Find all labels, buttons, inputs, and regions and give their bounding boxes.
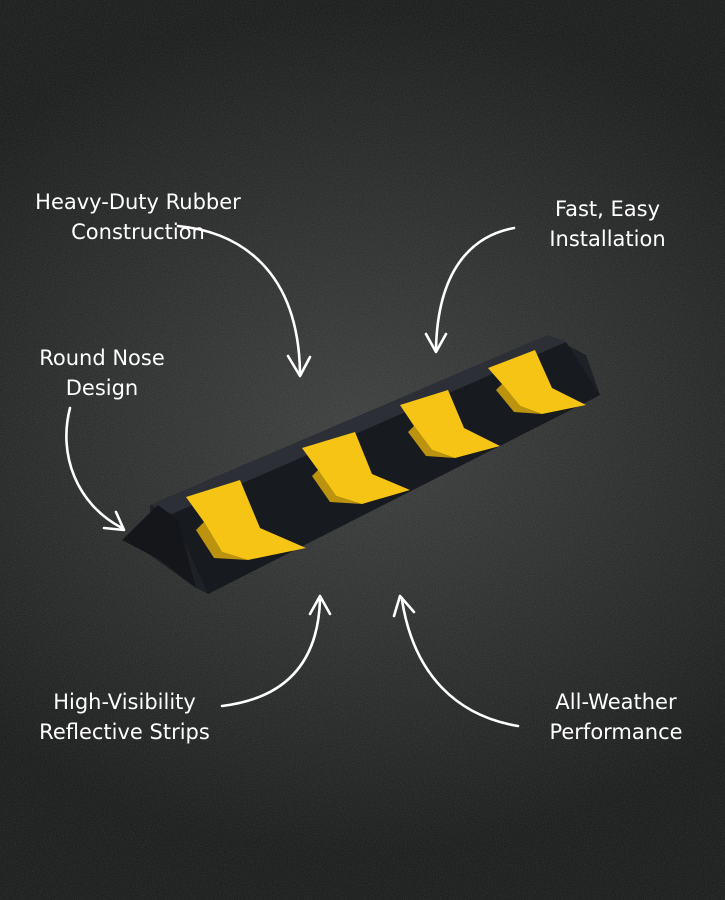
strip-1 bbox=[186, 480, 306, 560]
callout-all-weather-performance: All-Weather Performance bbox=[532, 687, 700, 747]
callout-fast-easy-installation: Fast, Easy Installation bbox=[525, 194, 690, 254]
callout-line: All-Weather bbox=[555, 690, 677, 714]
strip-4 bbox=[488, 350, 586, 414]
callout-line: High-Visibility bbox=[53, 690, 196, 714]
callout-high-visibility-strips: High-Visibility Reflective Strips bbox=[22, 687, 227, 747]
callout-line: Performance bbox=[549, 720, 683, 744]
callout-line: Round Nose bbox=[39, 346, 165, 370]
strip-3 bbox=[400, 390, 500, 458]
guard-lower-face bbox=[172, 342, 600, 594]
arrow-fast-easy bbox=[424, 226, 516, 354]
reflective-strips bbox=[186, 350, 586, 560]
callout-line: Installation bbox=[549, 227, 666, 251]
callout-line: Fast, Easy bbox=[554, 197, 661, 221]
strip-2 bbox=[302, 432, 410, 504]
arrow-heavy-duty bbox=[176, 224, 312, 378]
callout-heavy-duty-rubber: Heavy-Duty Rubber Construction bbox=[18, 187, 258, 247]
callout-line: Design bbox=[65, 376, 139, 400]
guard-end-cap bbox=[122, 505, 196, 588]
arrow-all-weather bbox=[392, 594, 520, 728]
guard-ridge bbox=[150, 335, 566, 514]
callout-round-nose-design: Round Nose Design bbox=[22, 343, 182, 403]
callout-line: Construction bbox=[71, 220, 205, 244]
arrow-round-nose bbox=[65, 406, 126, 532]
arrow-high-visibility bbox=[220, 594, 332, 708]
callout-line: Heavy-Duty Rubber bbox=[35, 190, 241, 214]
callout-line: Reflective Strips bbox=[39, 720, 210, 744]
